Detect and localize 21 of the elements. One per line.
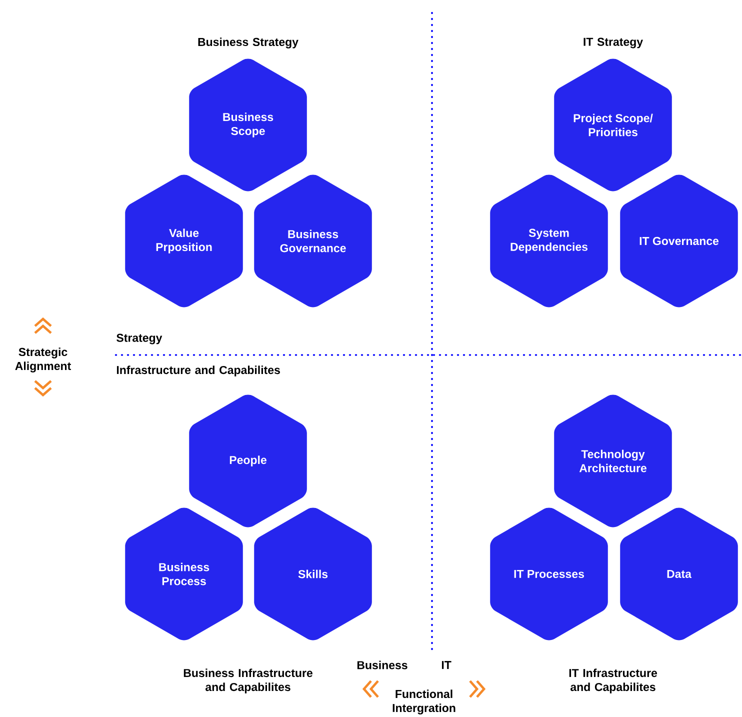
hexagon: Business Scope [189,58,307,192]
hexagon: Data [620,508,738,640]
hexagon: Value Prposition [125,174,243,308]
layer-label: Strategy [116,334,162,344]
hexagon: Project Scope/ Priorities [554,58,672,192]
node-label: People [230,456,266,466]
axis-label: IT [442,661,452,669]
axis-label: Functional Intergration [392,690,456,714]
hexagon: System Dependencies [490,174,608,308]
section-title: IT Infrastructure and Capabilites [569,668,658,694]
hexagon: Technology Architecture [554,394,672,528]
hexagon: Business Process [125,508,243,640]
hexagon: IT Processes [490,508,608,640]
hexagon: Skills [254,508,372,640]
hexagon: Business Governance [254,174,372,308]
section-title: Business Infrastructure and Capabilites [184,668,312,694]
hexagon: People [189,394,307,528]
axis-label: Business [357,660,408,670]
axis-label: Strategic Alignment [15,348,71,372]
layer-label: Infrastructure and Capabilites [116,366,280,376]
hexagon: IT Governance [620,174,738,308]
